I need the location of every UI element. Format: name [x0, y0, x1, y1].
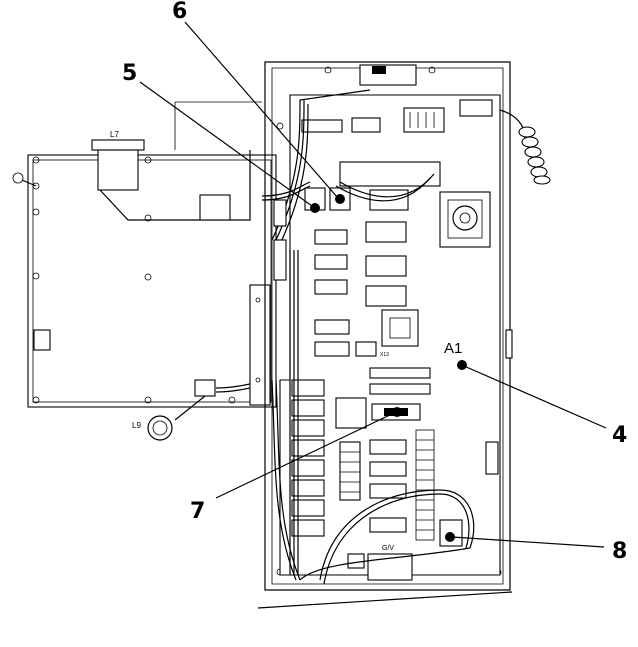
callout-6: 6	[172, 0, 345, 204]
callout-8-number: 8	[612, 539, 627, 564]
callout-5: 5	[122, 61, 320, 213]
callout-4: 4	[457, 360, 627, 448]
callout-7-number: 7	[190, 499, 205, 524]
filter-plate	[12, 101, 277, 441]
wiring-harness	[261, 89, 551, 585]
label-gv: G/V	[382, 545, 394, 552]
callout-5-number: 5	[122, 61, 137, 86]
callout-4-number: 4	[612, 423, 627, 448]
label-a1: A1	[444, 340, 462, 357]
callout-8: 8	[445, 532, 627, 564]
circuit-board-a1	[279, 94, 501, 581]
callout-6-number: 6	[172, 0, 187, 24]
label-l7: L7	[110, 130, 119, 139]
label-l9: L9	[132, 421, 141, 430]
label-x13: X13	[380, 352, 389, 358]
enclosure-tray	[257, 61, 513, 609]
coiled-cable	[499, 109, 551, 185]
callout-7: 7	[190, 407, 402, 524]
